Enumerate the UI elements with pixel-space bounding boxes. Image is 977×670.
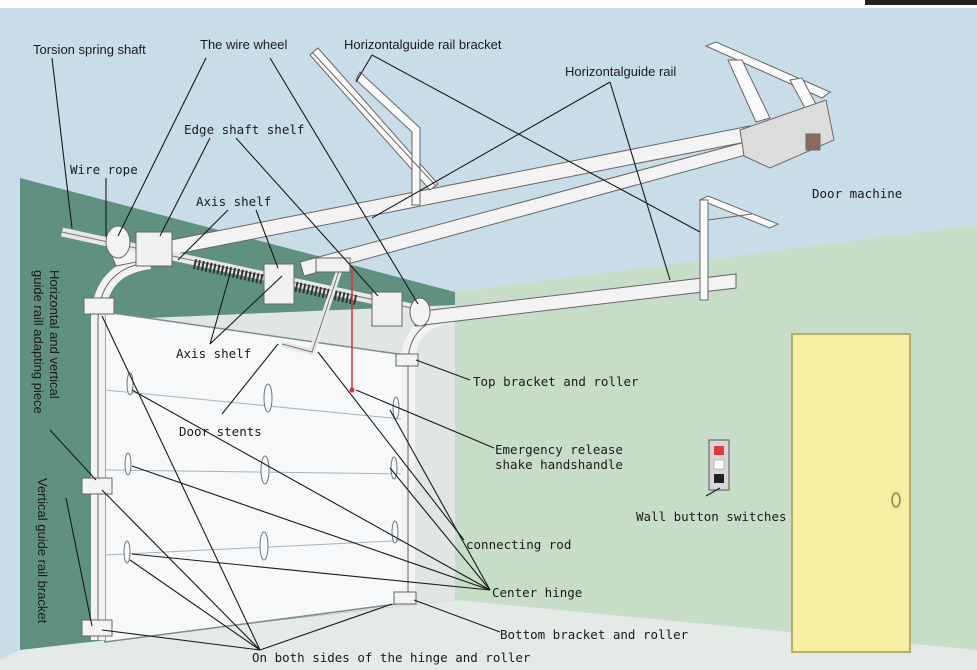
hinge-icon	[259, 531, 269, 561]
switch-white	[713, 459, 725, 470]
label-wire-wheel: The wire wheel	[200, 37, 288, 52]
door-machine-light	[805, 133, 821, 151]
label-horizontal-guide-rail: Horizontalguide rail	[565, 64, 677, 79]
wire-wheel-left	[105, 225, 131, 259]
switch-black	[714, 474, 724, 483]
label-vertical-guide-rail-bracket: Vertical guide rail bracket	[35, 478, 50, 624]
hinge-icon	[390, 456, 398, 480]
label-axis-shelf-mid: Axis shelf	[176, 346, 252, 361]
label-connecting-rod: connecting rod	[466, 537, 572, 552]
door-section-line	[104, 389, 413, 421]
connecting-rod-edge	[281, 267, 341, 353]
label-bottom-bracket-roller: Bottom bracket and roller	[500, 627, 689, 642]
wire-wheel-right	[409, 297, 431, 327]
door-section-line	[104, 469, 413, 475]
label-emergency-release-2: shake handshandle	[495, 457, 623, 472]
floor	[0, 600, 977, 670]
hinge-icon	[391, 520, 399, 544]
edge-shaft-shelf-left	[135, 231, 173, 267]
label-horizontal-vertical-adapting-2: guide raill adapting piece	[31, 270, 46, 414]
label-door-machine: Door machine	[812, 186, 903, 201]
leader-lines	[49, 54, 721, 651]
hinge-icon	[124, 452, 132, 476]
label-emergency-release-1: Emergency release	[495, 442, 623, 457]
label-top-bracket-roller: Top bracket and roller	[473, 374, 639, 389]
door-machine	[739, 99, 835, 169]
label-wire-rope: Wire rope	[70, 162, 138, 177]
label-door-stents: Door stents	[179, 424, 262, 439]
side-door	[791, 333, 911, 653]
label-torsion-spring-shaft: Torsion spring shaft	[33, 42, 146, 57]
vertical-rail-brackets	[81, 297, 419, 637]
trolley	[315, 257, 351, 273]
label-edge-shaft-shelf: Edge shaft shelf	[184, 122, 305, 137]
label-wall-button-switches: Wall button switches	[636, 509, 787, 524]
door-knob	[891, 492, 901, 508]
edge-shaft-shelf-right	[371, 291, 403, 327]
label-center-hinge: Center hinge	[492, 585, 583, 600]
door-section-line	[104, 539, 413, 556]
guide-rail-bracket-left	[309, 47, 439, 206]
garage-door-panel	[104, 311, 413, 643]
hinge-icon	[123, 540, 131, 564]
center-hinges	[123, 372, 400, 564]
guide-rail-bracket-right	[698, 195, 780, 301]
label-axis-shelf-top: Axis shelf	[196, 194, 272, 209]
label-horizontal-guide-rail-bracket: Horizontalguide rail bracket	[344, 37, 502, 52]
emergency-release-handle	[349, 387, 355, 393]
axis-shelf-center	[263, 263, 295, 305]
label-horizontal-vertical-adapting-1: Horizontal and vertical	[47, 270, 62, 399]
top-right-bar	[865, 0, 977, 5]
opener-hanger-bracket	[704, 41, 831, 123]
hinge-icon	[260, 455, 270, 485]
label-both-sides-hinge-roller: On both sides of the hinge and roller	[252, 650, 531, 665]
switch-red	[714, 446, 724, 455]
hinge-icon	[263, 383, 273, 413]
